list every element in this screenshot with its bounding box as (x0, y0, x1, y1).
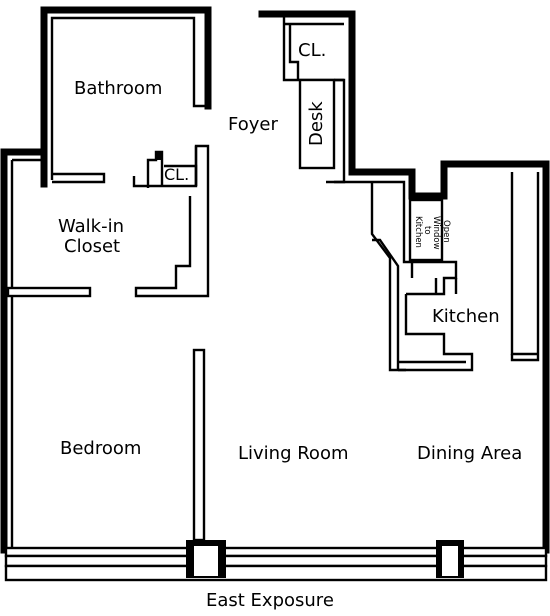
note-line3: to (422, 226, 432, 235)
label-bathroom: Bathroom (74, 78, 162, 99)
room-labels: Bathroom Foyer CL. CL. Desk Walk-in Clos… (58, 40, 522, 464)
exterior-walls (0, 6, 550, 554)
label-dining-area: Dining Area (417, 443, 522, 464)
label-bedroom: Bedroom (60, 438, 141, 459)
label-closet-mid: CL. (164, 165, 189, 184)
label-walk-in: Walk-in (58, 216, 124, 237)
interior-walls (6, 14, 540, 548)
exposure-label: East Exposure (206, 590, 334, 611)
label-closet-top: CL. (298, 40, 326, 61)
label-foyer: Foyer (228, 114, 278, 135)
label-desk: Desk (306, 101, 327, 146)
note-line1: Open (441, 220, 451, 243)
window-note: Open Window to Kitchen (413, 216, 451, 250)
label-kitchen: Kitchen (432, 306, 500, 327)
label-closet: Closet (64, 236, 120, 257)
note-line2: Window (431, 216, 441, 250)
window-strip (4, 538, 548, 582)
note-line4: Kitchen (413, 216, 423, 248)
label-living-room: Living Room (238, 443, 349, 464)
